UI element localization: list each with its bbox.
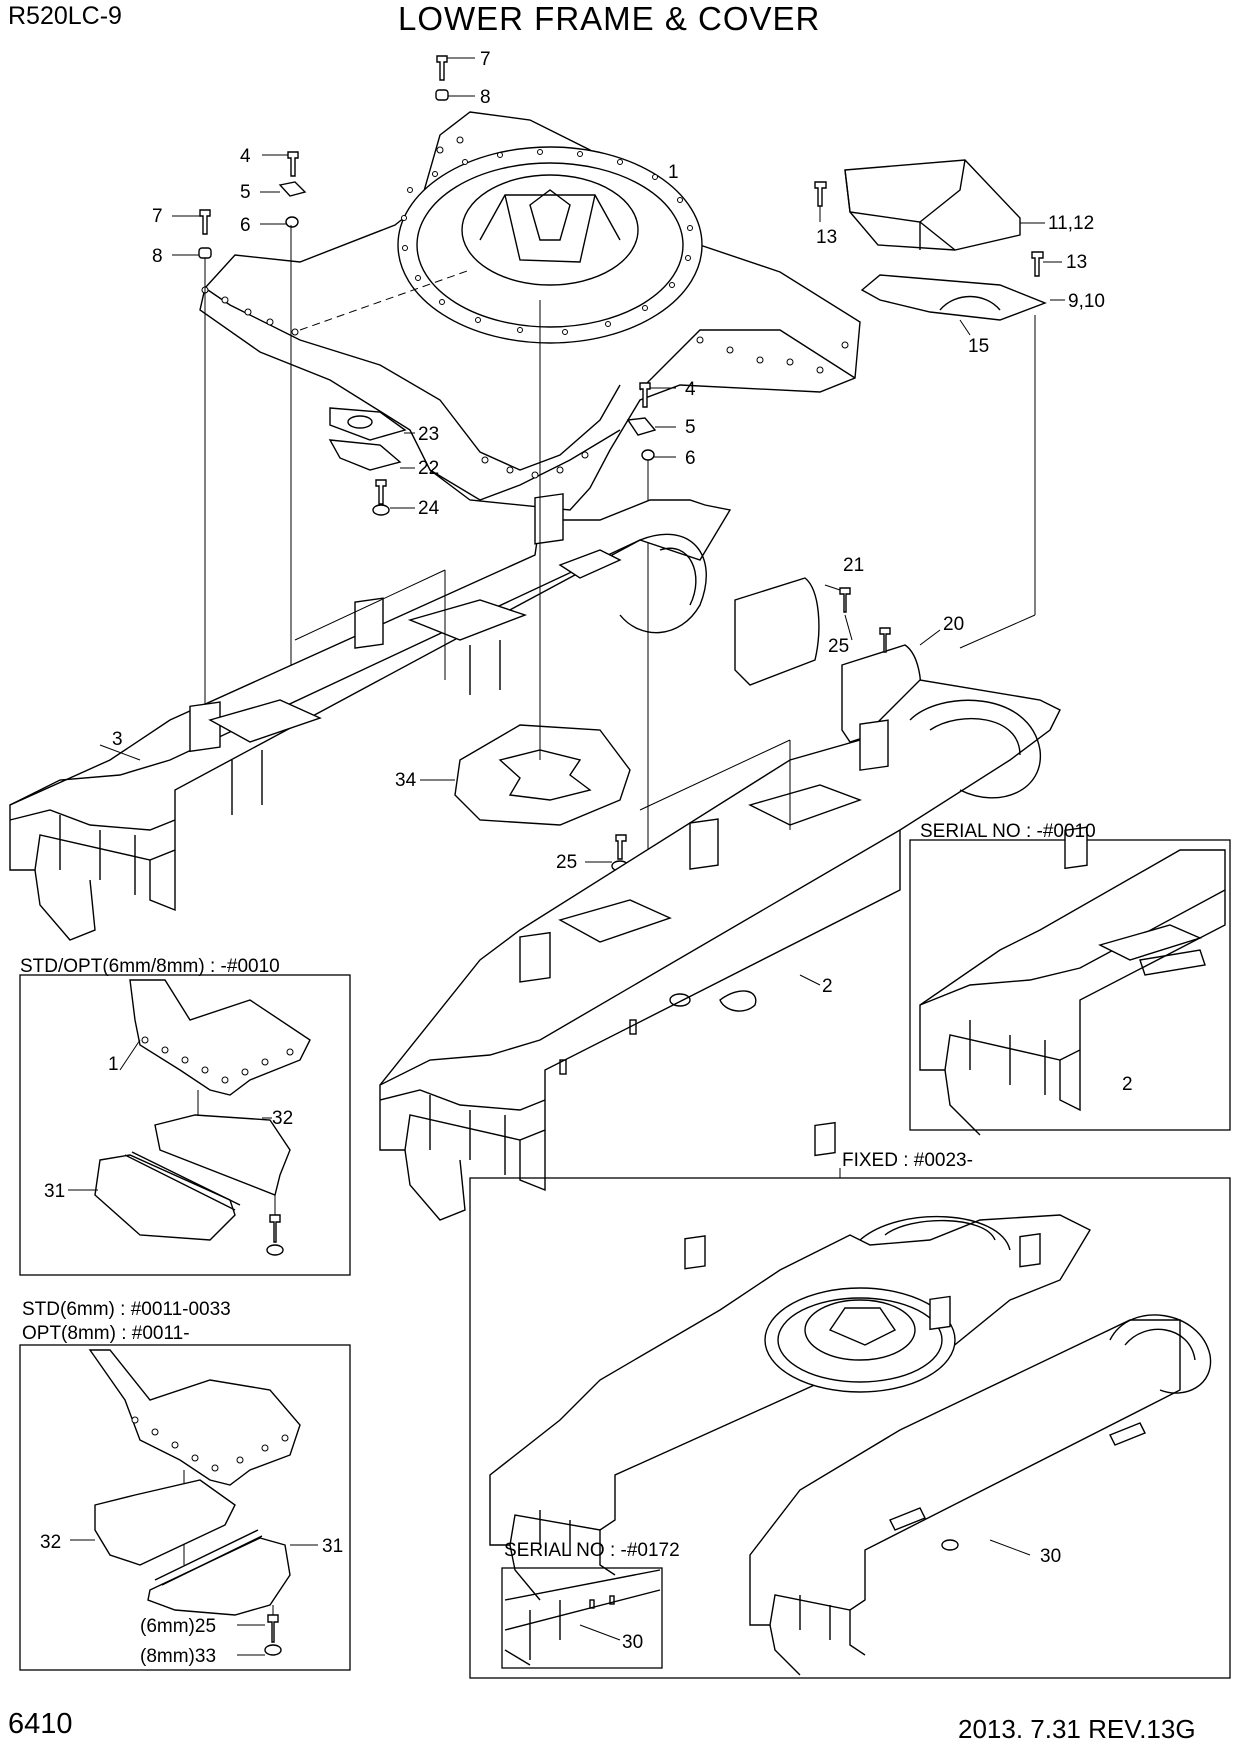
inset-std-6mm-label-1: STD(6mm) : #0011-0033 <box>22 1299 231 1320</box>
inset-std-opt-drawing <box>68 979 311 1256</box>
inset-serial-0172-label: SERIAL NO : -#0172 <box>504 1540 680 1561</box>
callout-11-12: 11,12 <box>1048 213 1094 234</box>
inset-std-6mm-callout-25: (6mm)25 <box>140 1616 216 1637</box>
callout-6a: 6 <box>240 215 251 236</box>
inset-std-opt-callout-1: 1 <box>108 1054 119 1075</box>
callout-24: 24 <box>418 498 440 519</box>
inset-serial-0010-drawing <box>919 826 1226 1136</box>
page-number: 6410 <box>8 1708 73 1740</box>
revision-date: 2013. 7.31 REV.13G <box>958 1714 1196 1744</box>
inset-fixed-callout-30: 30 <box>1040 1546 1061 1567</box>
inset-std-6mm-callout-33: (8mm)33 <box>140 1646 216 1667</box>
inset-fixed-drawing <box>489 1121 1212 1676</box>
bolt-hardware-upper <box>172 55 475 710</box>
callout-5a: 5 <box>240 182 251 203</box>
callout-13a: 13 <box>816 227 837 248</box>
inset-std-6mm-label-2: OPT(8mm) : #0011- <box>22 1323 190 1344</box>
ring-bolt-holes <box>401 149 693 335</box>
inset-std-6mm-callout-31: 31 <box>322 1536 343 1557</box>
callout-9-10: 9,10 <box>1068 291 1105 312</box>
center-frame-drawing <box>199 111 861 511</box>
inset-serial-0010-label: SERIAL NO : -#0010 <box>920 821 1096 842</box>
flange-bolt-holes <box>201 136 849 479</box>
inset-labels: SERIAL NO : -#0010 2 STD/OPT(6mm/8mm) : … <box>20 821 1133 1667</box>
callout-labels: 7 8 1 4 5 6 7 8 13 11,12 13 9,10 15 4 5 … <box>112 49 1105 997</box>
inset-serial-0172-box <box>501 1567 663 1669</box>
callout-2: 2 <box>822 976 833 997</box>
callout-7b: 7 <box>152 206 163 227</box>
callout-8a: 8 <box>480 87 491 108</box>
callout-25a: 25 <box>828 636 849 657</box>
callout-6b: 6 <box>685 448 696 469</box>
callout-22: 22 <box>418 458 439 479</box>
callout-23: 23 <box>418 424 439 445</box>
callout-13b: 13 <box>1066 252 1087 273</box>
callout-8b: 8 <box>152 246 163 267</box>
inset-std-6mm-box <box>19 1344 351 1671</box>
callout-3: 3 <box>112 729 123 750</box>
inset-std-opt-callout-31: 31 <box>44 1181 65 1202</box>
callout-20: 20 <box>943 614 964 635</box>
inset-serial-0010-callout-2: 2 <box>1122 1074 1133 1095</box>
inset-std-6mm-callout-32: 32 <box>40 1532 61 1553</box>
cover-assembly <box>814 159 1065 649</box>
right-side-frame <box>379 679 1061 1221</box>
leader-3 <box>99 744 141 761</box>
callout-5b: 5 <box>685 417 696 438</box>
callout-7a: 7 <box>480 49 491 70</box>
callout-4b: 4 <box>685 379 696 400</box>
callout-1: 1 <box>668 162 679 183</box>
left-side-frame <box>9 493 732 941</box>
inset-serial-0172-callout-30: 30 <box>622 1632 643 1653</box>
inset-std-6mm-drawing <box>70 1349 318 1656</box>
inset-std-opt-callout-32: 32 <box>272 1108 293 1129</box>
model-number: R520LC-9 <box>8 2 122 30</box>
callout-15: 15 <box>968 336 989 357</box>
inset-serial-0172-drawing <box>504 1569 661 1666</box>
inset-std-opt-box <box>19 974 351 1276</box>
callout-34: 34 <box>395 770 417 791</box>
callout-4a: 4 <box>240 146 251 167</box>
inset-fixed-box <box>469 1177 1231 1679</box>
inset-fixed-label: FIXED : #0023- <box>842 1150 973 1171</box>
page-title: LOWER FRAME & COVER <box>398 0 821 37</box>
assembly-leader-lines <box>294 569 791 830</box>
center-plate-34 <box>420 300 631 872</box>
inset-std-opt-label: STD/OPT(6mm/8mm) : -#0010 <box>20 956 280 977</box>
callout-25b: 25 <box>556 852 577 873</box>
callout-21: 21 <box>843 555 864 576</box>
